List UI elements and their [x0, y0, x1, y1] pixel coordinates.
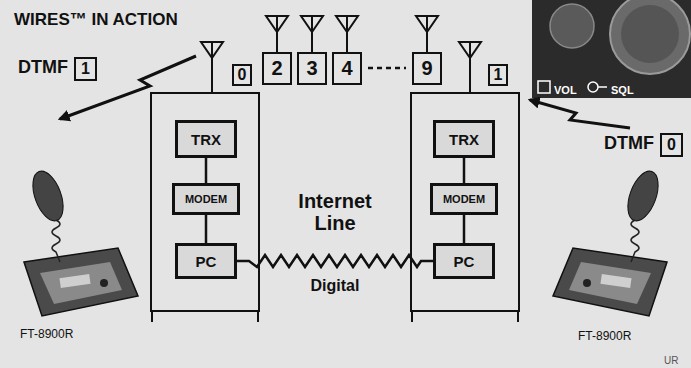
modem-box: MODEM — [430, 183, 498, 215]
box-text: PC — [454, 253, 475, 270]
title-text: WIRES™ IN ACTION — [14, 10, 178, 29]
station-number-text: 0 — [238, 66, 247, 84]
callout-number-text: 1 — [81, 60, 90, 77]
signal-name-text: DTMF — [18, 57, 68, 77]
control-label: SQL — [611, 80, 634, 98]
radio-model: FT-8900R — [578, 326, 631, 344]
box-text: TRX — [191, 131, 221, 148]
watermark-text: UR — [664, 355, 678, 366]
radio-link — [60, 56, 196, 119]
connector-line — [463, 158, 466, 183]
repeater-number: 2 — [262, 52, 292, 85]
radio-illustration — [553, 167, 667, 316]
connector-line — [237, 255, 433, 267]
control-label: VOL — [554, 80, 577, 98]
box-text: 2 — [271, 57, 282, 80]
connector-line — [463, 215, 466, 243]
station-box: 0TRXMODEMPC — [150, 92, 260, 312]
link-label-text: Internet Line — [298, 190, 371, 234]
link-label: Internet Line — [282, 190, 388, 234]
signal-name-text: DTMF — [604, 133, 654, 153]
control-label-text: SQL — [611, 84, 634, 96]
pc-box: PC — [175, 243, 237, 279]
station-number-text: 1 — [494, 66, 503, 84]
control-label-text: VOL — [554, 84, 577, 96]
callout-number-text: 0 — [667, 136, 676, 153]
repeater-number: 9 — [412, 52, 442, 85]
box-text: 3 — [306, 57, 317, 80]
radio-link — [530, 100, 630, 128]
box-text: MODEM — [443, 193, 485, 205]
box-text: TRX — [449, 131, 479, 148]
pc-box: PC — [433, 243, 495, 279]
callout-number: 1 — [74, 57, 97, 81]
link-label: Digital — [297, 277, 373, 295]
station-number: 0 — [232, 64, 252, 86]
watermark: UR — [664, 350, 678, 368]
signal-name: DTMF — [604, 134, 654, 154]
station-box: 1TRXMODEMPC — [410, 92, 520, 312]
signal-name: DTMF — [18, 58, 68, 78]
modem-box: MODEM — [172, 183, 240, 215]
radio-model: FT-8900R — [20, 324, 73, 342]
callout-number: 0 — [660, 133, 683, 157]
repeater-number: 4 — [332, 52, 362, 85]
repeater-number: 3 — [297, 52, 327, 85]
radio-model-text: FT-8900R — [20, 327, 73, 341]
trx-box: TRX — [433, 120, 495, 158]
radio-model-text: FT-8900R — [578, 329, 631, 343]
dashed-line — [368, 67, 406, 70]
link-label-text: Digital — [311, 277, 360, 294]
antenna-symbol — [201, 16, 481, 92]
box-text: PC — [196, 253, 217, 270]
station-number: 1 — [488, 64, 508, 86]
box-text: MODEM — [185, 193, 227, 205]
connector-line — [205, 215, 208, 243]
box-text: 9 — [421, 57, 432, 80]
knob-photo — [532, 0, 691, 98]
connector-line — [205, 158, 208, 183]
radio-illustration — [24, 167, 138, 316]
diagram-title: WIRES™ IN ACTION — [14, 10, 178, 30]
station-feet — [152, 312, 518, 322]
box-text: 4 — [341, 57, 352, 80]
trx-box: TRX — [175, 120, 237, 158]
